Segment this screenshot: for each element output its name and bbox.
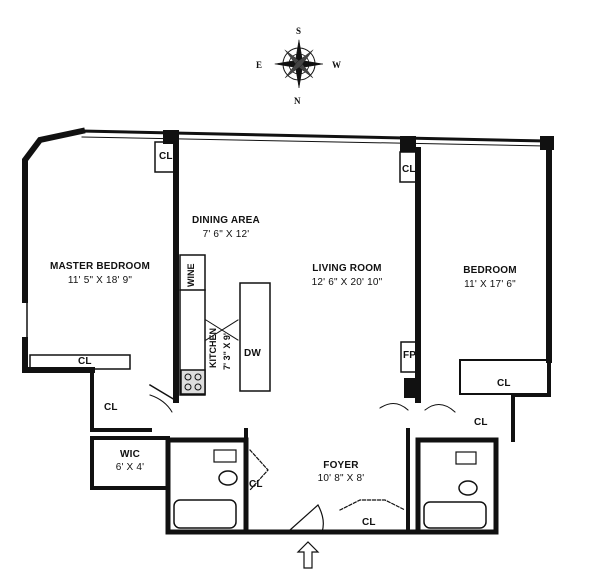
- compass-e: E: [256, 60, 263, 70]
- cl-hall-left: CL: [104, 402, 118, 413]
- wic-dims: 6' X 4': [115, 462, 145, 473]
- foyer-name: FOYER: [323, 460, 359, 471]
- master-bedroom-dims: 11' 5" X 18' 9": [67, 275, 133, 286]
- dining-area-name: DINING AREA: [192, 215, 260, 226]
- kitchen-dims: 7' 3" X 9': [222, 332, 232, 370]
- cl-foyer-bottom: CL: [362, 517, 376, 528]
- cl-master: CL: [78, 356, 92, 367]
- kitchen-name: KITCHEN: [208, 328, 218, 368]
- entry-arrow: [296, 541, 320, 569]
- wine-label: WINE: [186, 263, 196, 288]
- master-bedroom-wall: [22, 127, 86, 303]
- hall-closet-left: [90, 368, 152, 432]
- fireplace-label: FP: [403, 350, 417, 361]
- bedroom-name: BEDROOM: [463, 265, 517, 276]
- fireplace-box: [400, 341, 419, 373]
- kitchen-counter-left: [179, 254, 206, 396]
- bath-right: [415, 437, 499, 535]
- stove: [180, 369, 206, 395]
- cl-bedroom: CL: [497, 378, 511, 389]
- cl-top-left: CL: [159, 151, 173, 162]
- entry-door-swing: [289, 504, 324, 533]
- cl-top-right: CL: [402, 164, 416, 175]
- cl-foyer-left: CL: [249, 479, 263, 490]
- wic-name: WIC: [119, 449, 141, 460]
- master-bedroom-name: MASTER BEDROOM: [49, 261, 151, 272]
- compass-s: S: [296, 26, 302, 36]
- cl-top-left-box: [154, 141, 177, 173]
- compass-rose: [274, 39, 324, 89]
- bedroom-dims: 11' X 17' 6": [464, 279, 516, 290]
- living-room-dims: 12' 6" X 20' 10": [311, 277, 383, 288]
- dining-area-dims: 7' 6" X 12': [202, 229, 250, 240]
- living-room-name: LIVING ROOM: [312, 263, 382, 274]
- window-wall-top: [80, 129, 547, 143]
- cl-top-right-box: [399, 151, 419, 183]
- dishwasher-label: DW: [244, 348, 262, 359]
- cl-master-box: [29, 354, 131, 370]
- foyer-dims: 10' 8" X 8': [317, 473, 365, 484]
- kitchen-island: [239, 282, 271, 392]
- bath-left: [165, 437, 249, 535]
- cl-bedroom-box: [459, 359, 549, 395]
- cl-hall-right: CL: [474, 417, 488, 428]
- compass-n: N: [294, 96, 301, 106]
- compass-w: W: [332, 60, 341, 70]
